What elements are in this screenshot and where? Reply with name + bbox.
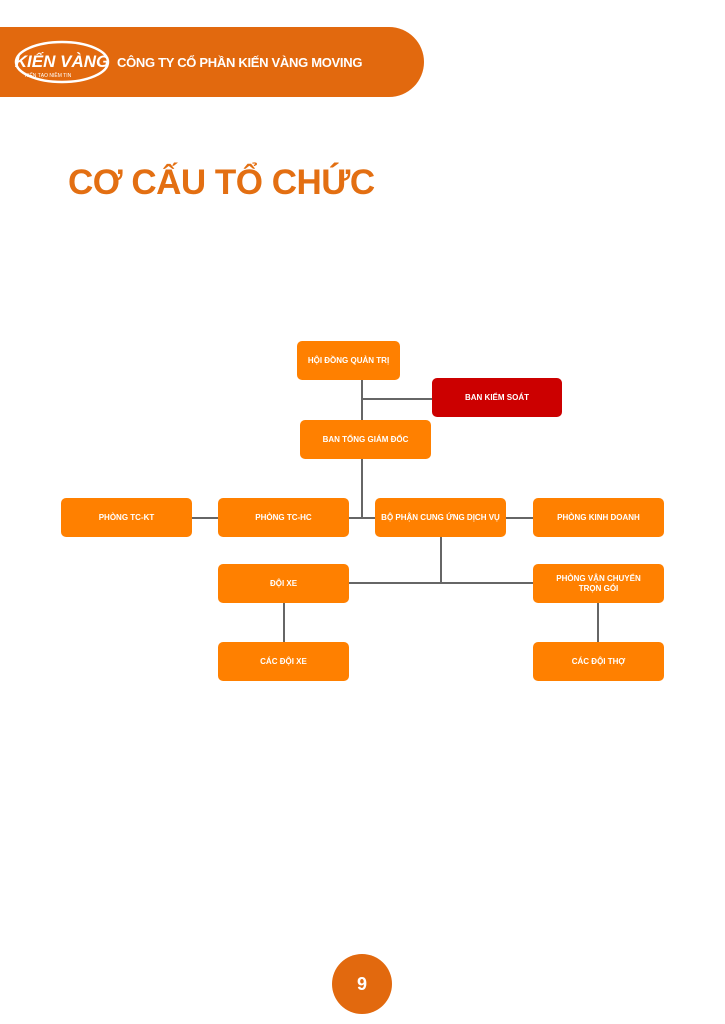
kien-vang-logo: KIẾN VÀNG KIẾN TẠO NIỀM TIN (14, 40, 110, 84)
org-box-phong-kinh-doanh: PHÒNG KINH DOANH (533, 498, 664, 537)
org-box-phong-tc-kt: PHÒNG TC-KT (61, 498, 192, 537)
org-box-phong-tc-hc: PHÒNG TC-HC (218, 498, 349, 537)
connector (283, 603, 285, 642)
org-box-phong-van-chuyen: PHÒNG VẬN CHUYỂN TRỌN GÓI (533, 564, 664, 603)
connector (192, 517, 218, 519)
connector (440, 537, 442, 583)
connector (597, 603, 599, 642)
org-box-cac-doi-tho: CÁC ĐỘI THỢ (533, 642, 664, 681)
svg-text:KIẾN VÀNG: KIẾN VÀNG (15, 52, 109, 71)
org-box-hoi-dong-quan-tri: HỘI ĐỒNG QUẢN TRỊ (297, 341, 400, 380)
org-box-doi-xe: ĐỘI XE (218, 564, 349, 603)
org-box-ban-kiem-soat: BAN KIỂM SOÁT (432, 378, 562, 417)
connector (362, 398, 432, 400)
org-box-ban-tong-giam-doc: BAN TỔNG GIÁM ĐỐC (300, 420, 431, 459)
page-title: CƠ CẤU TỔ CHỨC (68, 163, 375, 202)
connector (349, 517, 375, 519)
svg-text:KIẾN TẠO NIỀM TIN: KIẾN TẠO NIỀM TIN (25, 72, 72, 79)
connector (506, 517, 533, 519)
org-box-bo-phan-cung-ung: BỘ PHẬN CUNG ỨNG DỊCH VỤ (375, 498, 506, 537)
org-box-cac-doi-xe: CÁC ĐỘI XE (218, 642, 349, 681)
company-name: CÔNG TY CỔ PHẦN KIẾN VÀNG MOVING (117, 55, 363, 70)
page-number: 9 (332, 954, 392, 1014)
connector (349, 582, 533, 584)
header-banner: KIẾN VÀNG KIẾN TẠO NIỀM TIN CÔNG TY CỔ P… (0, 27, 424, 97)
